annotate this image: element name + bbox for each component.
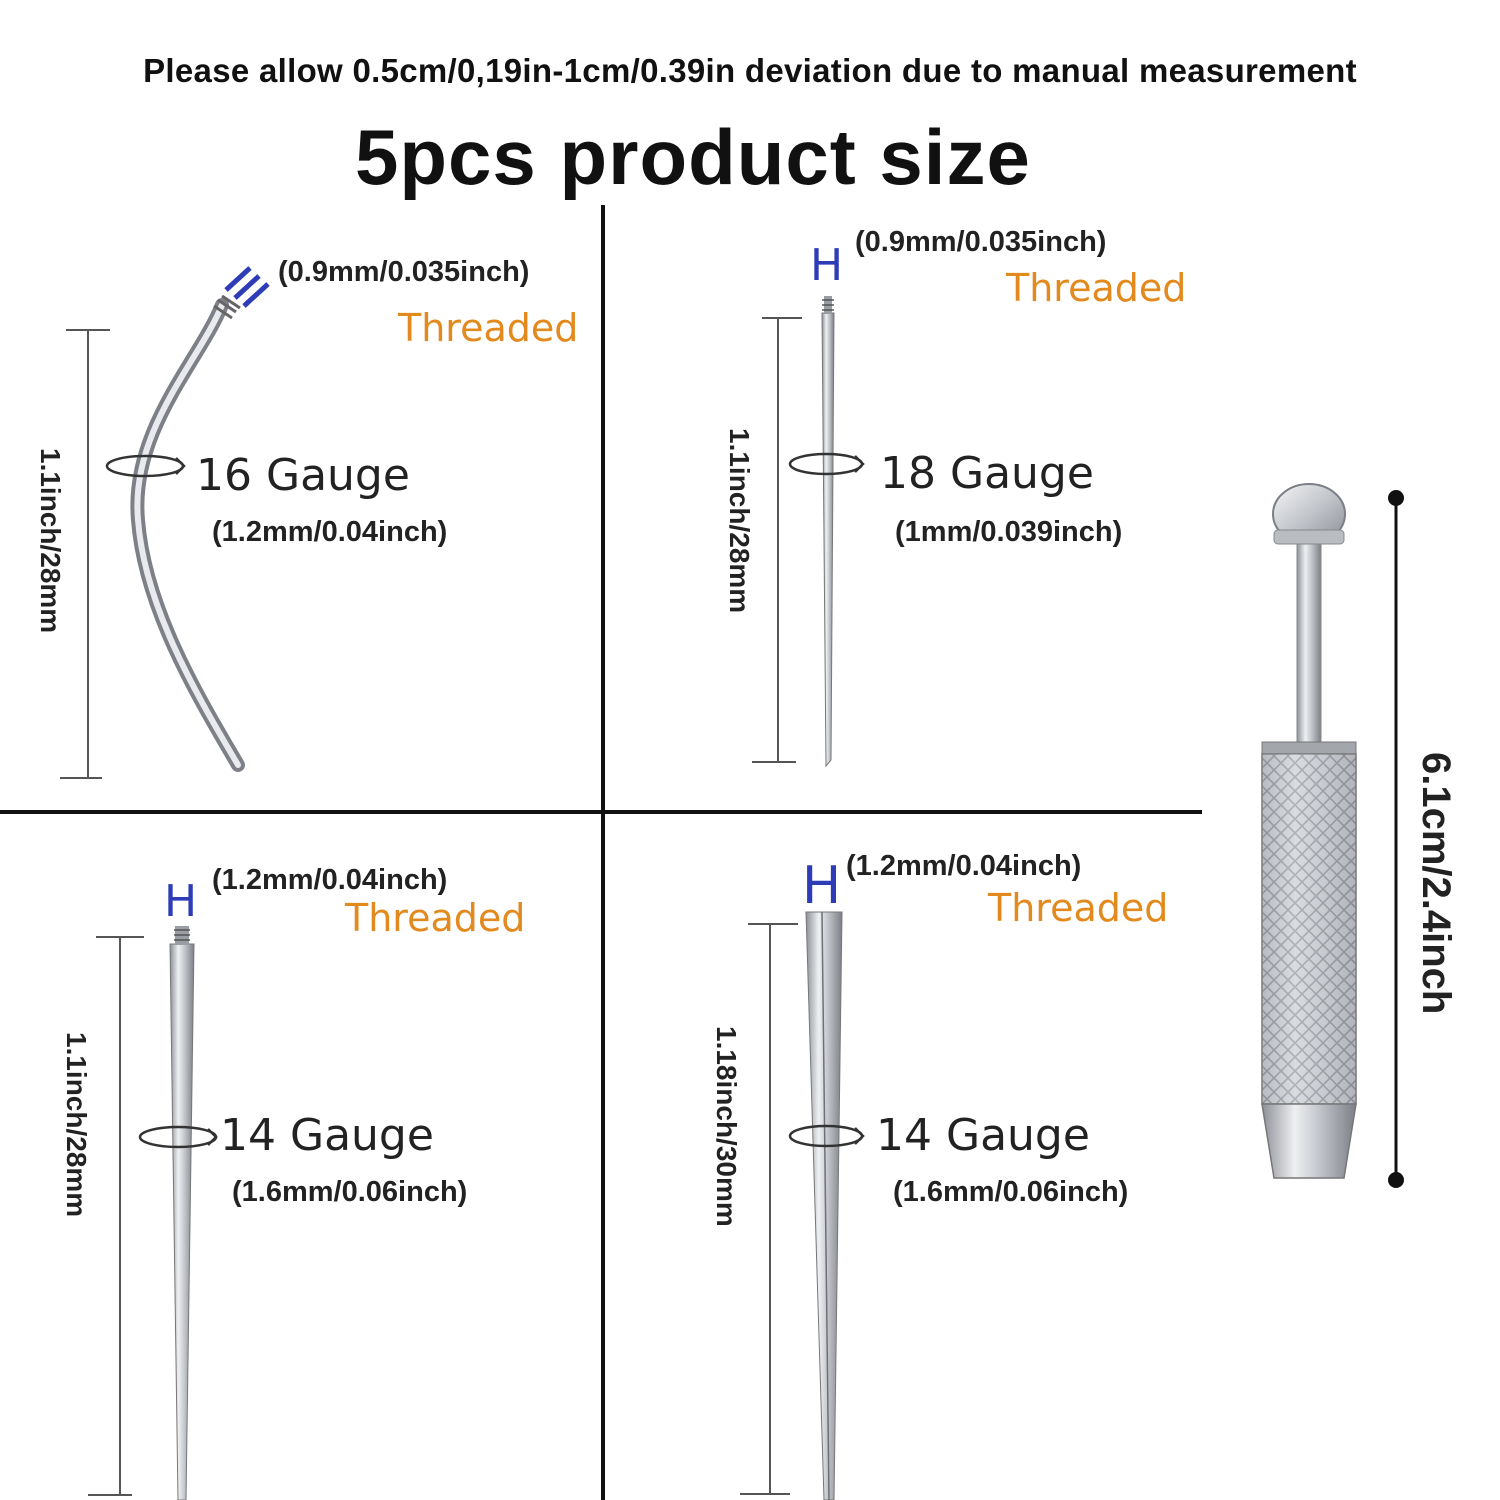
straight-taper-14g-long — [805, 911, 843, 1500]
panel-3-height-marker-icon: H — [164, 876, 198, 927]
diameter-ring-icon — [105, 454, 186, 478]
holder-length-label: 6.1cm/2.4inch — [1414, 752, 1458, 1015]
panel-2-threaded-label: Threaded — [1006, 266, 1187, 310]
ball-holder-tool — [1261, 483, 1357, 1179]
panel-4-gauge: 14 Gauge — [876, 1110, 1090, 1161]
panel-3-thread-spec: (1.2mm/0.04inch) — [212, 864, 448, 896]
panel-1-gauge-spec: (1.2mm/0.04inch) — [212, 516, 448, 548]
straight-taper-14g — [169, 926, 195, 1500]
panel-3-gauge: 14 Gauge — [220, 1110, 434, 1161]
page-title: 5pcs product size — [355, 113, 1031, 201]
panel-4-threaded-label: Threaded — [988, 886, 1169, 930]
panel-3-threaded-label: Threaded — [345, 896, 526, 940]
length-bracket — [88, 936, 144, 1496]
panel-4-gauge-spec: (1.6mm/0.06inch) — [893, 1176, 1129, 1208]
panel-1-length-label: 1.1inch/28mm — [35, 448, 66, 634]
panel-2-height-marker-icon: H — [810, 240, 844, 291]
curved-taper — [130, 294, 245, 772]
panel-1-thread-spec: (0.9mm/0.035inch) — [278, 256, 530, 288]
horizontal-divider — [0, 810, 1202, 814]
holder-length-bracket — [1388, 490, 1404, 1188]
panel-3-gauge-spec: (1.6mm/0.06inch) — [232, 1176, 468, 1208]
panel-2-gauge-spec: (1mm/0.039inch) — [895, 516, 1123, 548]
panel-3-length-label: 1.1inch/28mm — [61, 1032, 92, 1218]
diameter-ring-icon — [788, 452, 865, 476]
panel-1-gauge: 16 Gauge — [196, 450, 410, 501]
height-marker-icon — [224, 266, 270, 308]
straight-taper-18g — [821, 296, 835, 768]
panel-1-threaded-label: Threaded — [398, 306, 579, 350]
panel-2-length-label: 1.1inch/28mm — [724, 428, 755, 614]
panel-2-gauge: 18 Gauge — [880, 448, 1094, 499]
diameter-ring-icon — [788, 1124, 865, 1148]
panel-4-thread-spec: (1.2mm/0.04inch) — [846, 850, 1082, 882]
panel-2-thread-spec: (0.9mm/0.035inch) — [855, 226, 1107, 258]
measurement-notice: Please allow 0.5cm/0,19in-1cm/0.39in dev… — [143, 52, 1357, 89]
diameter-ring-icon — [138, 1125, 218, 1149]
length-bracket — [752, 317, 802, 763]
length-bracket — [740, 923, 798, 1495]
length-bracket — [60, 329, 110, 779]
panel-4-height-marker-icon: H — [802, 856, 842, 916]
vertical-divider — [601, 205, 605, 1500]
panel-4-length-label: 1.18inch/30mm — [711, 1026, 742, 1227]
